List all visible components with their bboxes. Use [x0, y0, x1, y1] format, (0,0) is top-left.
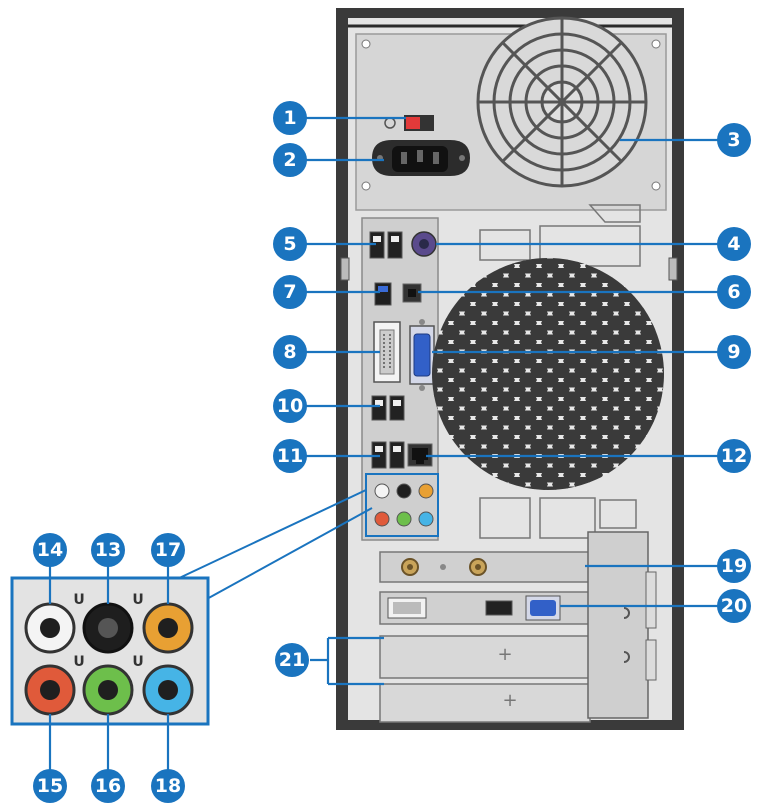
svg-text:14: 14 — [37, 539, 63, 561]
callout-13: 13 — [91, 533, 125, 567]
usb-ports-middle — [371, 395, 405, 421]
svg-text:18: 18 — [155, 775, 181, 797]
case-side-latch-right — [668, 257, 678, 281]
callout-3: 3 — [717, 123, 751, 157]
callout-badges: 1 2 3 4 5 6 7 8 9 10 11 12 13 14 15 16 1… — [33, 101, 751, 803]
audio-jack-side-speaker — [142, 664, 194, 716]
svg-text:7: 7 — [283, 281, 296, 303]
optical-spdif-port — [402, 283, 422, 303]
expansion-slot-covers: + + — [379, 635, 591, 723]
case-side-latch-left — [340, 257, 350, 281]
vga-port — [409, 319, 435, 391]
case-ventilation-grille — [432, 258, 664, 490]
callout-12: 12 — [717, 439, 751, 473]
svg-text:8: 8 — [283, 341, 296, 363]
callout-15: 15 — [33, 769, 67, 803]
case-blank-slots-bottom — [479, 497, 637, 539]
svg-text:10: 10 — [277, 395, 303, 417]
svg-text:6: 6 — [727, 281, 740, 303]
svg-text:12: 12 — [721, 445, 747, 467]
ps2-port — [411, 231, 437, 257]
callout-6: 6 — [717, 275, 751, 309]
graphics-card-bracket — [379, 591, 591, 625]
psu-fan-grille — [476, 16, 648, 188]
power-supply-unit — [355, 16, 667, 223]
svg-text:U: U — [132, 654, 143, 670]
usb-ports-top — [369, 231, 403, 259]
svg-text:9: 9 — [727, 341, 740, 363]
callout-1: 1 — [273, 101, 307, 135]
callout-4: 4 — [717, 227, 751, 261]
svg-text:15: 15 — [37, 775, 63, 797]
callout-leaders — [48, 116, 718, 772]
callout-19: 19 — [717, 549, 751, 583]
callout-20: 20 — [717, 589, 751, 623]
usb3-port — [374, 282, 392, 306]
callout-16: 16 — [91, 769, 125, 803]
audio-jack-mic-in — [24, 664, 76, 716]
svg-text:19: 19 — [721, 555, 747, 577]
svg-text:4: 4 — [727, 233, 740, 255]
audio-jack-rear-speaker — [82, 602, 134, 654]
power-switch-rocker — [406, 117, 420, 129]
expansion-slot-latch — [587, 531, 657, 719]
lan-port — [407, 443, 433, 467]
callout-21: 21 — [275, 643, 309, 677]
svg-text:U: U — [73, 654, 84, 670]
power-connector — [372, 140, 470, 176]
callout-7: 7 — [273, 275, 307, 309]
svg-text:+: + — [497, 644, 512, 665]
power-switch — [384, 115, 434, 131]
wireless-card-bracket — [379, 551, 591, 583]
svg-text:21: 21 — [279, 649, 305, 671]
audio-jack-line-out — [82, 664, 134, 716]
callout-14: 14 — [33, 533, 67, 567]
svg-text:1: 1 — [283, 107, 296, 129]
svg-text:16: 16 — [95, 775, 121, 797]
svg-text:11: 11 — [277, 445, 303, 467]
callout-18: 18 — [151, 769, 185, 803]
callout-2: 2 — [273, 143, 307, 177]
callout-10: 10 — [273, 389, 307, 423]
expansion-slots: + + — [379, 531, 657, 723]
svg-text:3: 3 — [727, 129, 740, 151]
svg-text:U: U — [132, 592, 143, 608]
audio-jack-center-sub — [142, 602, 194, 654]
svg-text:17: 17 — [155, 539, 181, 561]
svg-text:13: 13 — [95, 539, 121, 561]
svg-text:+: + — [502, 690, 517, 711]
svg-text:U: U — [73, 592, 84, 608]
audio-panel-small — [365, 473, 439, 537]
callout-11: 11 — [273, 439, 307, 473]
svg-text:5: 5 — [283, 233, 296, 255]
audio-panel-zoom: U U U U — [10, 489, 373, 726]
callout-8: 8 — [273, 335, 307, 369]
svg-text:2: 2 — [283, 149, 296, 171]
io-shield — [361, 217, 439, 541]
callout-5: 5 — [273, 227, 307, 261]
callout-9: 9 — [717, 335, 751, 369]
audio-jack-line-in — [24, 602, 76, 654]
callout-17: 17 — [151, 533, 185, 567]
svg-text:20: 20 — [721, 595, 747, 617]
